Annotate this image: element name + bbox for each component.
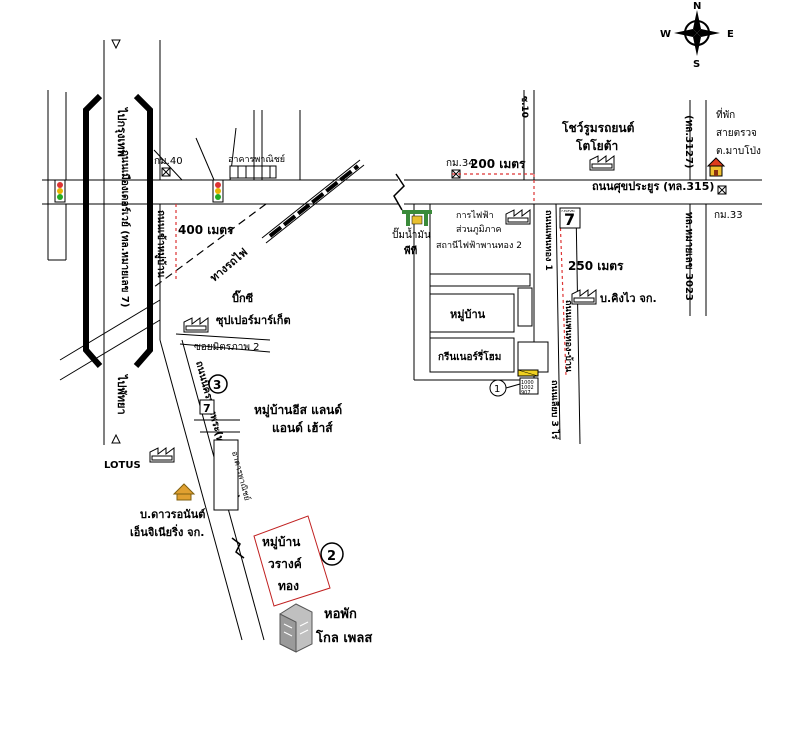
- varang-label-2: วรางค์: [268, 557, 302, 571]
- location-marker-1: 1000 1002 907 1: [489, 369, 539, 397]
- police-box: ที่พัก สายตรวจ ต.มาบโป่ง: [706, 107, 761, 177]
- road-label-sukprayoon: ถนนศุขประยูร (ทล.315): [592, 180, 714, 194]
- road-label-phanthong-village: ถนนแพนทอง-บ้าน: [563, 300, 574, 373]
- marker-2-number: 2: [327, 549, 336, 564]
- factory-icon: [149, 447, 175, 463]
- factory-icon: [571, 289, 597, 305]
- village-block: หมู่บ้าน กรีนเนอร์รี่โฮม: [429, 273, 549, 373]
- highway-barrier: [83, 93, 153, 368]
- traffic-light-left: [54, 179, 66, 203]
- commercial-building-mid: อาคารพาณิชย์: [213, 439, 253, 511]
- km-markers: กม.40 กม.34 กม.33: [154, 156, 743, 221]
- location-marker-3: 3 7 หมู่บ้านอีส แลนด์ แอนด์ เฮ้าส์: [199, 374, 342, 435]
- seven-eleven-store: 7 7-ELEVEn: [559, 207, 581, 229]
- compass-n: N: [693, 1, 701, 12]
- toyota-label-2: โตโยต้า: [575, 138, 618, 153]
- lotus-store: LOTUS: [104, 447, 175, 471]
- bigc-label-1: บิ๊กซี: [232, 290, 254, 305]
- road-label-soi10: ซ.10: [519, 96, 529, 118]
- seven-eleven-logo: 7-ELEVEn: [561, 209, 575, 213]
- east-label-2: แอนด์ เฮ้าส์: [272, 421, 333, 435]
- commercial-top-label: อาคารพาณิชย์: [228, 153, 285, 165]
- house-icon: [706, 157, 726, 177]
- house-number-2: 1002: [521, 385, 534, 391]
- distance-guides: [175, 173, 567, 377]
- kingwai-label: บ.คิงไว จก.: [600, 291, 657, 305]
- toyota-showroom: โชว์รูมรถยนต์ โตโยต้า: [561, 120, 635, 171]
- distance-400m: 400 เมตร: [178, 223, 234, 237]
- railway-label: ทางรถไฟ: [207, 245, 250, 285]
- bigc-supermarket: บิ๊กซี ซุปเปอร์มาร์เก็ต: [183, 290, 291, 333]
- location-marker-2: หมู่บ้าน วรางค์ ทอง 2: [253, 515, 344, 607]
- company-icon: [172, 483, 196, 501]
- pea-label-2: ส่วนภูมิภาค: [456, 224, 502, 235]
- road-label-to-pattaya: ไปพัทยา: [115, 373, 129, 415]
- daorunrun-label-2: เอ็นจิเนียริ่ง จก.: [130, 524, 204, 539]
- road-label-phanthong1: ถนนแพนทอง 1: [543, 210, 553, 271]
- factory-icon: [505, 209, 531, 225]
- road-label-liap: ถนนเลียบ 3 ไร่: [549, 380, 561, 439]
- daorunrun-company: บ.ดาวรอนันต์ เอ็นจิเนียริ่ง จก.: [130, 483, 205, 539]
- pea-label-3: สถานีไฟฟ้าพานทอง 2: [436, 240, 522, 251]
- daorunrun-label-1: บ.ดาวรอนันต์: [140, 508, 205, 521]
- varang-label-3: ทอง: [278, 579, 299, 593]
- power-station: การไฟฟ้า ส่วนภูมิภาค สถานีไฟฟ้าพานทอง 2: [436, 209, 531, 251]
- compass-w: W: [660, 29, 671, 40]
- bigc-label-2: ซุปเปอร์มาร์เก็ต: [216, 313, 291, 328]
- house-number-1: 1000: [521, 380, 534, 386]
- road-label-3127: (ทล.3127): [683, 115, 694, 169]
- gas-station-icon: [402, 210, 432, 226]
- road-label-sukhumvit: ถนนเมืองเดอร์เวย์ (ทล.หมายเลข 7): [119, 150, 131, 307]
- pea-label-1: การไฟฟ้า: [456, 210, 494, 221]
- km34-label: กม.34: [446, 158, 475, 169]
- kingwai-company: บ.คิงไว จก.: [571, 289, 657, 305]
- traffic-light-right: [212, 179, 224, 203]
- road-label-3023: ทล.หมายเลข 3023: [683, 212, 694, 301]
- east-label-1: หมู่บ้านอีส แลนด์: [254, 403, 342, 418]
- road-label-uthan: ถนนเข้าหมู่บ้าน: [154, 210, 167, 278]
- road-break-icon: [231, 173, 405, 559]
- village-label-1: หมู่บ้าน: [450, 308, 486, 322]
- village-label-2: กรีนเนอร์รี่โฮม: [438, 349, 501, 363]
- compass-e: E: [727, 29, 734, 40]
- building-icon: [279, 603, 313, 653]
- police-label-2: สายตรวจ: [716, 128, 757, 139]
- house-number-3: 907: [521, 390, 531, 396]
- km33-label: กม.33: [714, 210, 743, 221]
- factory-icon: [183, 317, 209, 333]
- dorm-label-2: โกล เพลส: [315, 629, 372, 646]
- gold-place-dorm: หอพัก โกล เพลส: [279, 603, 372, 653]
- lotus-label: LOTUS: [104, 460, 141, 471]
- gas-label-1: ปั๊มน้ำมัน: [392, 227, 431, 241]
- compass-rose: N S W E: [660, 1, 734, 70]
- dorm-label-1: หอพัก: [324, 607, 357, 622]
- svg-text:7: 7: [203, 402, 211, 415]
- svg-text:7: 7: [564, 210, 575, 229]
- road-label-mittraphap: ซอยมิตรภาพ 2: [194, 342, 259, 353]
- distance-250m: 250 เมตร: [568, 259, 624, 273]
- compass-s: S: [693, 59, 700, 70]
- varang-label-1: หมู่บ้าน: [262, 535, 301, 550]
- direction-arrows: [111, 39, 121, 444]
- road-network: [42, 40, 762, 641]
- commercial-building-top: อาคารพาณิชย์: [228, 153, 285, 179]
- marker-1-number: 1: [494, 384, 500, 395]
- police-label-3: ต.มาบโป่ง: [716, 144, 761, 157]
- km40-label: กม.40: [154, 156, 183, 167]
- marker-3-number: 3: [213, 378, 221, 392]
- road-label-to-bangkok: ไปกรุงเทพ: [114, 106, 129, 157]
- toyota-label-1: โชว์รูมรถยนต์: [561, 120, 635, 136]
- gas-station: ปั๊มน้ำมัน พีที: [392, 210, 432, 257]
- police-label-1: ที่พัก: [716, 107, 735, 121]
- factory-icon: [589, 155, 615, 171]
- distance-200m: 200 เมตร: [470, 157, 526, 171]
- gas-label-2: พีที: [404, 245, 418, 257]
